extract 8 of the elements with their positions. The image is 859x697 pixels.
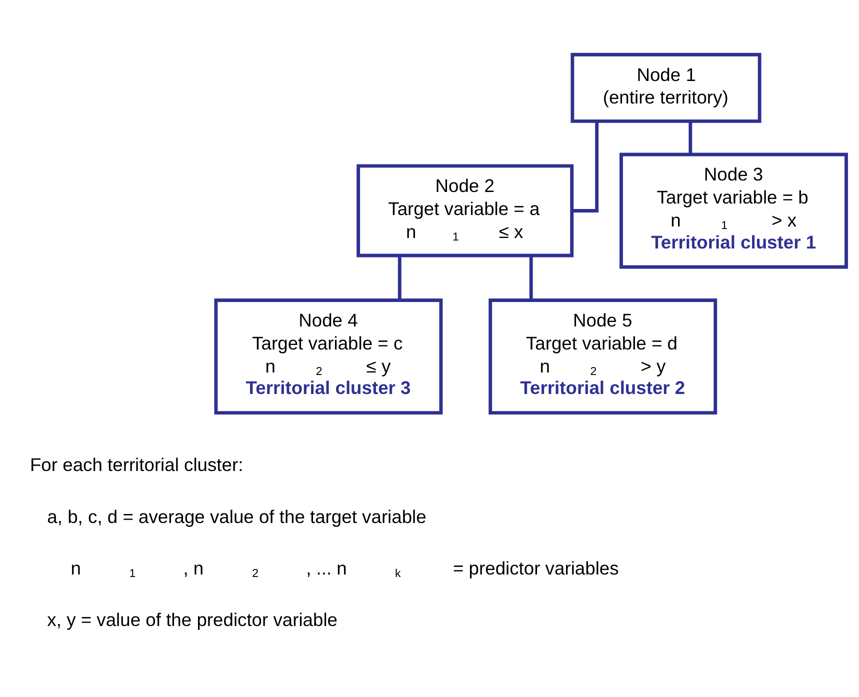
connector: [529, 256, 533, 300]
node-box: Node 1 (entire territory): [570, 52, 762, 123]
connector: [572, 121, 599, 212]
connector: [398, 256, 402, 300]
label: For each territorial cluster:: [30, 454, 244, 476]
label: a, b, c, d = average value of the target variable: [47, 506, 426, 527]
label: x, y = value of the predictor variable: [47, 609, 338, 630]
connector: [688, 121, 692, 154]
